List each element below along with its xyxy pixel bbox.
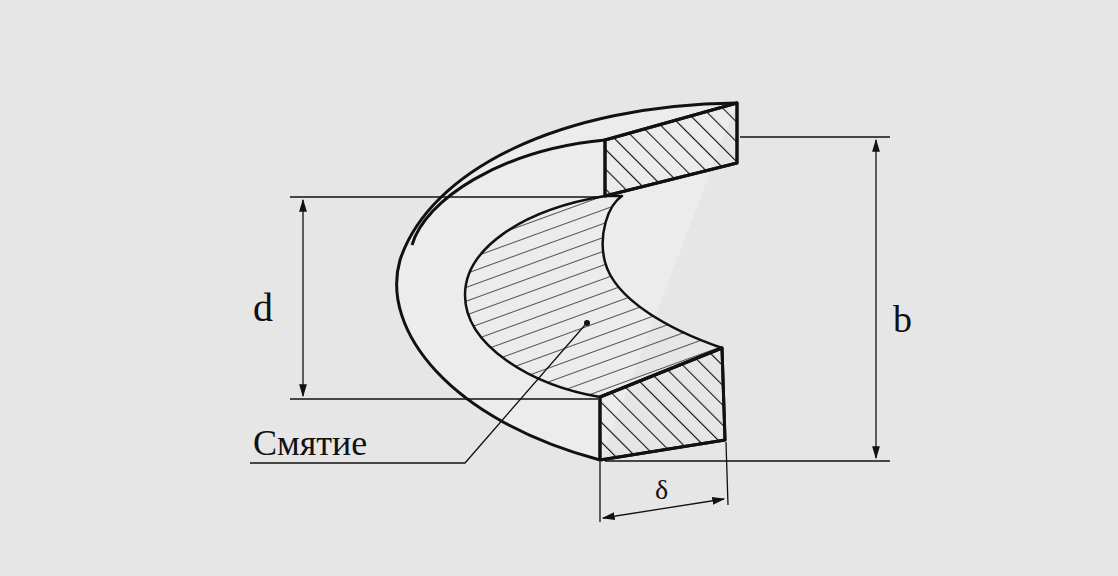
dimension-label: b: [893, 300, 912, 338]
leader-dot: [584, 320, 590, 326]
dimension-lines: [250, 137, 890, 522]
callout-label: Смятие: [253, 425, 367, 461]
half-ring: [397, 103, 737, 460]
dimension-label: d: [253, 288, 273, 328]
dimension-label: δ: [655, 476, 668, 504]
